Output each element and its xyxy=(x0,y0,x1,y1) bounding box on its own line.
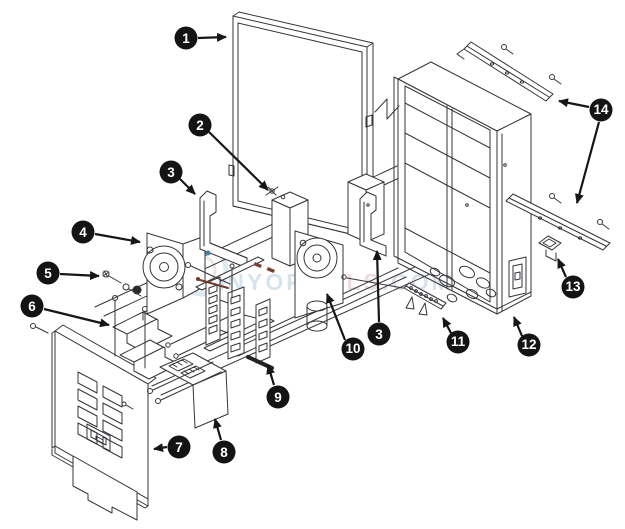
callout-leader-6 xyxy=(43,307,110,328)
balloon-number: 7 xyxy=(175,440,183,455)
balloon-circle xyxy=(446,330,470,354)
callout-leader-7 xyxy=(153,443,168,453)
callout-leader-1 xyxy=(197,32,227,42)
callout-leader-8 xyxy=(213,418,223,441)
balloon-number: 3 xyxy=(167,165,175,180)
callout-leader-3 xyxy=(179,178,196,195)
panel-label-plate xyxy=(86,423,111,452)
callout-balloon-12: 12 xyxy=(517,333,541,357)
callout-leader-9 xyxy=(266,364,276,386)
balloon-circle xyxy=(188,113,212,137)
mounting-screws xyxy=(102,270,142,297)
callout-leader-12 xyxy=(512,316,524,337)
panel-skirt xyxy=(72,455,138,521)
callout-balloon-8: 8 xyxy=(212,440,236,464)
callout-balloon-2: 2 xyxy=(188,113,212,137)
balloon-circle xyxy=(20,294,44,318)
balloon-circle xyxy=(589,98,613,122)
balloon-circle xyxy=(266,385,290,409)
callout-balloon-6: 6 xyxy=(20,294,44,318)
callout-leader-5 xyxy=(59,271,100,281)
cover-screw xyxy=(265,186,286,200)
balloon-number: 1 xyxy=(182,31,190,46)
balloon-circle xyxy=(159,160,183,184)
balloon-circle xyxy=(561,275,585,299)
bracket-left xyxy=(199,190,248,269)
upper-mounting-rail xyxy=(456,41,562,102)
circuit-board-assembly xyxy=(185,250,275,370)
timer-mechanism-1 xyxy=(132,232,206,315)
balloon-number: 11 xyxy=(451,334,466,349)
callout-leader-11 xyxy=(442,317,452,334)
callout-leader-13 xyxy=(556,258,568,278)
balloon-number: 12 xyxy=(521,337,536,352)
callout-balloon-7: 7 xyxy=(167,435,191,459)
enclosure-box xyxy=(329,61,532,315)
callout-balloon-10: 10 xyxy=(341,337,365,361)
callout-balloon-5: 5 xyxy=(36,261,60,285)
callout-balloon-3: 3 xyxy=(367,322,391,346)
balloon-number: 10 xyxy=(345,341,360,356)
callout-balloon-9: 9 xyxy=(266,385,290,409)
balloon-circle xyxy=(71,220,95,244)
callout-balloon-1: 1 xyxy=(174,26,198,50)
balloon-circle xyxy=(174,26,198,50)
callout-balloon-11: 11 xyxy=(446,330,470,354)
balloon-circle xyxy=(367,322,391,346)
retainer-clip xyxy=(538,235,562,262)
balloon-number: 2 xyxy=(196,118,204,133)
balloon-number: 4 xyxy=(79,225,87,240)
callout-leader-3 xyxy=(372,250,382,323)
lower-mounting-rail xyxy=(505,193,611,251)
callout-leader-4 xyxy=(94,232,141,245)
door-wire-zigzag xyxy=(374,98,400,120)
balloon-number: 5 xyxy=(44,266,52,281)
balloon-number: 6 xyxy=(28,299,36,314)
balloon-circle xyxy=(36,261,60,285)
front-panel xyxy=(30,323,157,521)
callout-leader-14 xyxy=(558,98,590,109)
balloon-circle xyxy=(167,435,191,459)
callout-balloon-4: 4 xyxy=(71,220,95,244)
balloon-number: 13 xyxy=(565,279,581,294)
balloon-number: 9 xyxy=(274,390,282,405)
balloon-circle xyxy=(341,337,365,361)
callout-balloon-14: 14 xyxy=(589,98,613,122)
balloon-circle xyxy=(212,440,236,464)
balloon-number: 3 xyxy=(375,327,383,342)
callout-balloon-3: 3 xyxy=(159,160,183,184)
balloon-number: 14 xyxy=(593,102,609,117)
callout-balloon-13: 13 xyxy=(561,275,585,299)
balloon-number: 8 xyxy=(220,445,228,460)
balloon-circle xyxy=(517,333,541,357)
callout-leader-10 xyxy=(325,293,347,341)
ground-bar xyxy=(341,274,447,316)
callout-leader-2 xyxy=(208,131,269,191)
callout-leader-14 xyxy=(575,121,601,204)
